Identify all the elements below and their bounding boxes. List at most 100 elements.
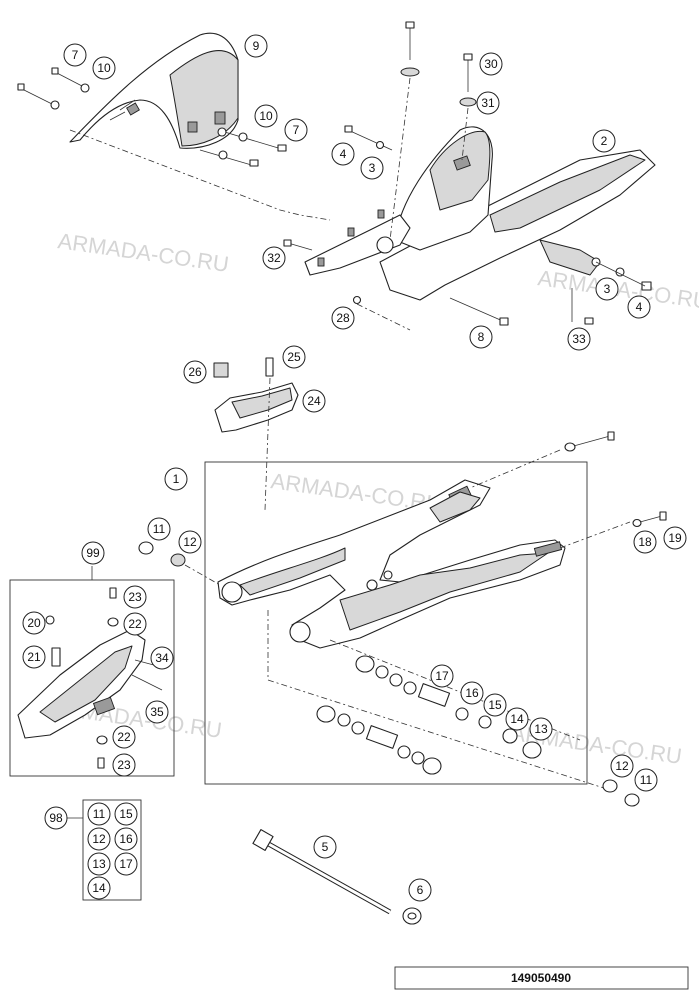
callout-label: 23 [128,590,142,604]
callout-label: 11 [153,522,166,536]
callout-label: 2 [601,134,608,148]
callout-22: 22 [123,612,147,636]
callout-label: 3 [604,282,611,296]
callout-label: 24 [307,394,321,408]
callout-30: 30 [479,52,503,76]
callout-23: 23 [123,585,147,609]
callout-25: 25 [282,345,306,369]
callout-label: 13 [92,857,106,871]
callout-label: 23 [117,758,131,772]
callout-1: 1 [164,467,188,491]
callout-11: 11 [634,768,658,792]
callout-11: 11 [87,802,111,826]
callout-label: 31 [481,96,495,110]
swingarm-part-1 [217,479,566,649]
callout-98: 98 [44,806,68,830]
callout-label: 6 [417,883,424,897]
callout-16: 16 [114,827,138,851]
callout-label: 11 [93,807,106,821]
callout-label: 3 [369,161,376,175]
callout-label: 7 [72,48,79,62]
callout-24: 24 [302,389,326,413]
axis-upper [469,449,561,489]
swingarm-assembly-box [204,461,588,785]
callout-23: 23 [112,753,136,777]
callout-label: 10 [259,109,273,123]
callout-label: 1 [173,472,180,486]
callout-15: 15 [483,693,507,717]
callout-label: 28 [336,311,350,325]
fasteners-top-left [17,67,287,167]
callout-label: 14 [510,712,524,726]
callout-label: 25 [287,350,301,364]
callout-label: 9 [253,39,260,53]
callout-3: 3 [360,156,384,180]
callout-label: 21 [27,650,41,664]
callout-label: 15 [119,807,133,821]
bolt-right-18-19 [632,511,667,528]
nut-part-6 [402,907,422,925]
callout-26: 26 [183,360,207,384]
bearing-stack [267,610,640,807]
callout-12: 12 [178,530,202,554]
callout-label: 26 [188,365,202,379]
rear-mudguard-part-9 [69,32,239,149]
callout-label: 18 [638,535,652,549]
callout-label: 12 [92,832,106,846]
document-number-box: 149050490 [394,966,689,990]
callout-13: 13 [87,852,111,876]
callout-7: 7 [284,118,308,142]
callout-14: 14 [87,876,111,900]
callout-11: 11 [147,517,171,541]
callout-12: 12 [610,754,634,778]
callout-7: 7 [63,43,87,67]
callout-label: 11 [640,773,653,787]
callout-17: 17 [430,664,454,688]
callout-13: 13 [529,717,553,741]
kit-98-box [82,799,142,901]
callout-2: 2 [592,129,616,153]
callout-9: 9 [244,34,268,58]
callout-label: 33 [572,332,586,346]
callout-15: 15 [114,802,138,826]
leader-32 [69,129,331,221]
callout-33: 33 [567,327,591,351]
callout-10: 10 [254,104,278,128]
chain-guard-part-2 [304,126,656,301]
watermark: ARMADA-CO.RU [56,228,230,277]
callout-14: 14 [505,707,529,731]
callout-label: 19 [668,531,682,545]
callout-label: 99 [86,546,100,560]
chain-slider-part-24 [213,357,299,511]
callout-28: 28 [331,306,355,330]
callout-label: 16 [465,686,479,700]
callout-32: 32 [262,246,286,270]
callout-35: 35 [145,700,169,724]
callout-label: 10 [97,61,111,75]
bolt-upper-right [564,431,615,452]
callout-3: 3 [595,277,619,301]
callout-label: 5 [322,840,329,854]
callout-8: 8 [469,325,493,349]
callout-4: 4 [627,295,651,319]
callout-label: 35 [150,705,164,719]
callout-20: 20 [22,611,46,635]
callout-label: 7 [293,123,300,137]
callout-label: 20 [27,616,41,630]
callout-21: 21 [22,645,46,669]
callout-99: 99 [81,541,105,565]
callout-label: 13 [534,722,548,736]
callout-18: 18 [633,530,657,554]
callout-label: 8 [478,330,485,344]
callout-label: 12 [615,759,629,773]
callout-label: 15 [488,698,502,712]
callout-label: 14 [92,881,106,895]
callout-34: 34 [150,646,174,670]
callout-label: 16 [119,832,133,846]
callout-19: 19 [663,526,687,550]
fasteners-top-right [283,21,652,331]
chain-guide-part-99 [17,587,166,769]
callout-label: 32 [267,251,281,265]
part-callouts: 9710107303124332288343326252411112992320… [22,34,687,902]
